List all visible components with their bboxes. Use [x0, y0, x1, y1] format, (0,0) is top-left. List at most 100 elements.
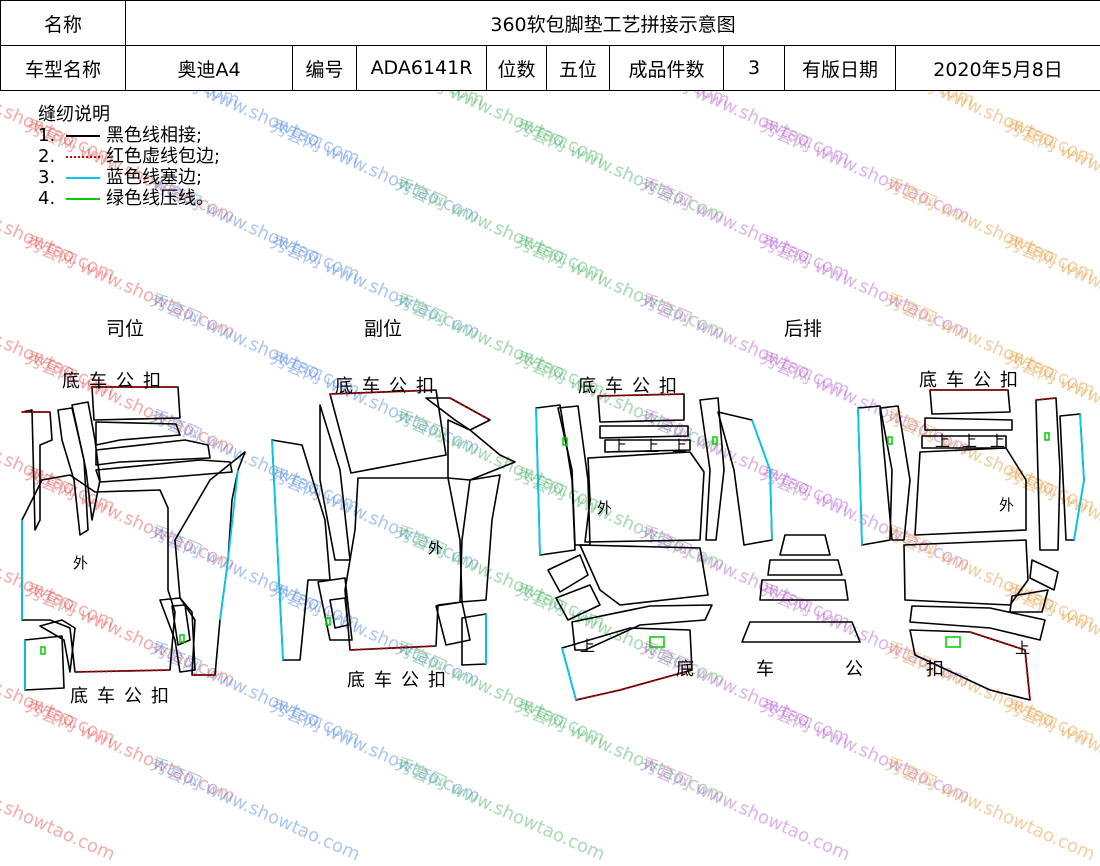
- rear-right-outer-strip: [1036, 398, 1060, 550]
- date-value: 2020年5月8日: [896, 46, 1100, 91]
- rear-center-2: [768, 560, 842, 575]
- rear-bottom-char: 扣: [926, 655, 944, 681]
- up-label: 上: [644, 435, 659, 456]
- passenger-small-2: [330, 598, 348, 628]
- watermark-text: 秀套网 www.showtao.com: [636, 750, 854, 866]
- model-value: 奥迪A4: [126, 46, 293, 91]
- code-value: ADA6141R: [357, 46, 487, 91]
- section-title-rear: 后排: [784, 314, 822, 341]
- seats-value: 五位: [547, 46, 610, 91]
- rear-right-lower-wedge: [904, 540, 1028, 605]
- up-label: 上: [962, 430, 977, 451]
- date-label: 有版日期: [785, 46, 896, 91]
- legend-swatch-black: [66, 135, 100, 137]
- rear-right-small-a: [1030, 560, 1058, 590]
- buckle-label-passenger-bottom: 底车公扣: [347, 666, 455, 692]
- legend-item-black: 1. 黑色线相接;: [38, 125, 220, 146]
- green-mark: [888, 437, 892, 444]
- watermark-text: 秀套网 www.showtao.com: [391, 750, 609, 866]
- legend-text: 绿色线压线。: [106, 188, 214, 209]
- blue-edge-passenger-left: [272, 440, 283, 660]
- green-mark: [1045, 433, 1049, 440]
- blue-edge-rear-right-far: [1074, 414, 1084, 540]
- driver-small-left-bottom: [25, 636, 64, 690]
- green-mark: [713, 437, 717, 444]
- buckle-label-driver-top: 底车公扣: [62, 367, 170, 393]
- rear-left-lower-wedge: [580, 545, 708, 605]
- outside-label: 外: [999, 494, 1014, 515]
- up-label: 上: [990, 430, 1005, 451]
- legend-swatch-red: [66, 156, 100, 158]
- legend-text: 红色虚线包边;: [106, 146, 220, 167]
- outside-label: 外: [73, 552, 88, 573]
- rear-center-bottom: [742, 622, 860, 642]
- legend-text: 蓝色线塞边;: [106, 167, 202, 188]
- legend-num: 2.: [38, 146, 66, 167]
- rear-center-top: [780, 535, 830, 555]
- rear-left-outer-strip: [536, 405, 575, 555]
- rear-left-small-a: [548, 555, 588, 592]
- passenger-main-mat: [345, 478, 462, 650]
- blue-edge-rear-left-right: [752, 420, 772, 540]
- outside-label: 外: [597, 497, 612, 518]
- blue-edge-rear-left: [536, 408, 540, 555]
- green-mark: [180, 635, 184, 642]
- pieces-value: 3: [724, 46, 785, 91]
- up-label: 上: [1015, 637, 1030, 658]
- rear-left-top-buckle: [598, 394, 684, 422]
- legend-swatch-blue: [66, 177, 100, 179]
- seats-label: 位数: [487, 46, 547, 91]
- watermark-text: 秀套网 www.showtao.com: [146, 750, 364, 866]
- legend-item-blue: 3. 蓝色线塞边;: [38, 167, 220, 188]
- rear-center-3: [760, 580, 848, 600]
- header-table: 名称 360软包脚垫工艺拼接示意图 车型名称 奥迪A4 编号 ADA6141R …: [0, 0, 1100, 91]
- watermark-text: 秀套网 www.showtao.com: [0, 750, 120, 866]
- passenger-right-long: [460, 475, 500, 602]
- section-title-passenger: 副位: [364, 314, 402, 341]
- buckle-label-rear-right: 底车公扣: [919, 366, 1027, 392]
- rear-left-inner-strip: [558, 406, 590, 545]
- rear-bottom-char: 公: [845, 655, 863, 681]
- buckle-label-driver-bottom: 底车公扣: [70, 682, 178, 708]
- pieces-label: 成品件数: [610, 46, 724, 91]
- rear-right-main-mat: [915, 448, 1026, 535]
- passenger-right-strip-b: [448, 420, 515, 480]
- up-label: 上: [580, 635, 595, 656]
- rear-bottom-char: 车: [756, 655, 774, 681]
- rear-bottom-char: 底: [676, 655, 694, 681]
- blue-edge-rear-right-left: [858, 408, 862, 545]
- passenger-left-inner: [320, 405, 350, 560]
- watermark-text: 秀套网 www.showtao.com: [881, 750, 1099, 866]
- up-label: 上: [612, 435, 627, 456]
- up-label: 上: [672, 435, 687, 456]
- legend-item-green: 4. 绿色线压线。: [38, 188, 220, 209]
- driver-strip-narrow-a: [58, 408, 88, 535]
- rear-right-small-b: [1010, 590, 1048, 612]
- legend-text: 黑色线相接;: [106, 125, 202, 146]
- rear-left-far-right: [718, 412, 772, 545]
- legend-item-red: 2. 红色虚线包边;: [38, 146, 220, 167]
- passenger-top-piece: [330, 390, 446, 473]
- legend-num: 3.: [38, 167, 66, 188]
- name-label: 名称: [1, 1, 126, 46]
- green-mark: [650, 637, 664, 647]
- green-mark: [41, 647, 45, 654]
- up-label: 上: [935, 430, 950, 451]
- green-mark: [946, 637, 960, 647]
- sewing-legend: 缝纫说明 1. 黑色线相接; 2. 红色虚线包边; 3. 蓝色线塞边; 4. 绿…: [38, 104, 220, 209]
- legend-num: 1.: [38, 125, 66, 146]
- model-label: 车型名称: [1, 46, 126, 91]
- rear-right-top-bar-1: [925, 418, 1012, 430]
- green-mark: [326, 618, 330, 625]
- legend-title: 缝纫说明: [38, 104, 220, 125]
- section-title-driver: 司位: [106, 314, 144, 341]
- legend-swatch-green: [66, 198, 100, 200]
- page-title: 360软包脚垫工艺拼接示意图: [126, 1, 1100, 46]
- passenger-small-3: [436, 602, 470, 645]
- blue-edge-rear-left-bottom: [562, 648, 576, 700]
- buckle-label-rear-left: 底车公扣: [578, 372, 686, 398]
- code-label: 编号: [293, 46, 357, 91]
- rear-right-top-buckle: [930, 390, 1010, 414]
- blue-edge-driver-right: [220, 470, 238, 620]
